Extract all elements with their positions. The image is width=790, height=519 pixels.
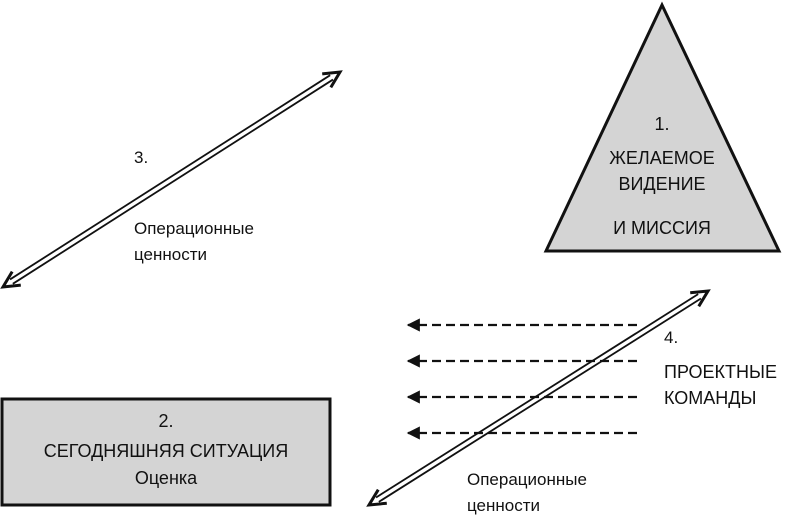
arrow-shaft: [9, 74, 331, 281]
arrow-head: [366, 488, 387, 507]
teams-number: 4.: [664, 328, 679, 347]
left-arrow-label-line1: Операционные: [134, 219, 254, 238]
left-arrow-label-line2: ценности: [134, 245, 208, 264]
arrow-shaft: [378, 297, 702, 503]
arrow-head: [690, 289, 711, 308]
teams-line1: ПРОЕКТНЫЕ: [664, 362, 777, 382]
box-number: 2.: [158, 411, 174, 431]
triangle-line2: ВИДЕНИЕ: [618, 174, 706, 194]
arrow-head: [0, 270, 21, 289]
arrow-head: [322, 70, 343, 89]
arrow-shaft: [12, 78, 334, 285]
current-situation-box: [0, 397, 332, 507]
vision-triangle: [543, 1, 782, 253]
bottom-arrow-label-line2: ценности: [467, 496, 541, 515]
box-title: СЕГОДНЯШНЯЯ СИТУАЦИЯ: [43, 441, 289, 461]
teams-line2: КОМАНДЫ: [664, 388, 757, 408]
triangle-number: 1.: [654, 114, 670, 134]
box-subtitle: Оценка: [134, 468, 198, 488]
operational-values-arrow-upper: [0, 70, 343, 289]
triangle-line1: ЖЕЛАЕМОЕ: [609, 148, 715, 168]
operational-values-arrow-lower: [366, 289, 711, 507]
bottom-arrow-label-line1: Операционные: [467, 470, 587, 489]
left-arrow-number: 3.: [134, 148, 149, 167]
triangle-line3: И МИССИЯ: [613, 218, 711, 238]
team-arrows: [406, 318, 637, 440]
arrow-shaft: [375, 293, 699, 499]
